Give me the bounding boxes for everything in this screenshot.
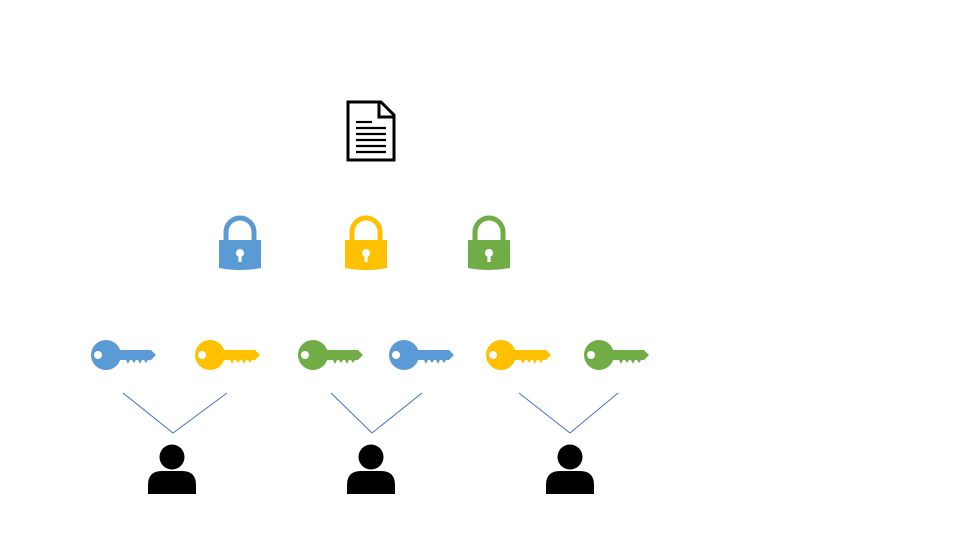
padlock-icon-green bbox=[468, 215, 510, 270]
keys-group bbox=[91, 340, 649, 370]
person-icon bbox=[347, 444, 395, 494]
person-icon bbox=[148, 444, 196, 494]
connector-line bbox=[518, 392, 619, 434]
connector-line bbox=[330, 392, 423, 434]
users-group bbox=[148, 444, 594, 494]
key-icon-blue bbox=[389, 340, 454, 370]
key-icon-yellow bbox=[486, 340, 551, 370]
key-icon-green bbox=[298, 340, 363, 370]
key-icon-green bbox=[584, 340, 649, 370]
key-icon-yellow bbox=[195, 340, 260, 370]
connectors-group bbox=[122, 392, 619, 434]
connector-line bbox=[122, 392, 228, 434]
locks-group bbox=[219, 215, 510, 270]
key-icon-blue bbox=[91, 340, 156, 370]
person-icon bbox=[546, 444, 594, 494]
padlock-icon-yellow bbox=[345, 215, 387, 270]
document-icon bbox=[346, 100, 396, 162]
padlock-icon-blue bbox=[219, 215, 261, 270]
